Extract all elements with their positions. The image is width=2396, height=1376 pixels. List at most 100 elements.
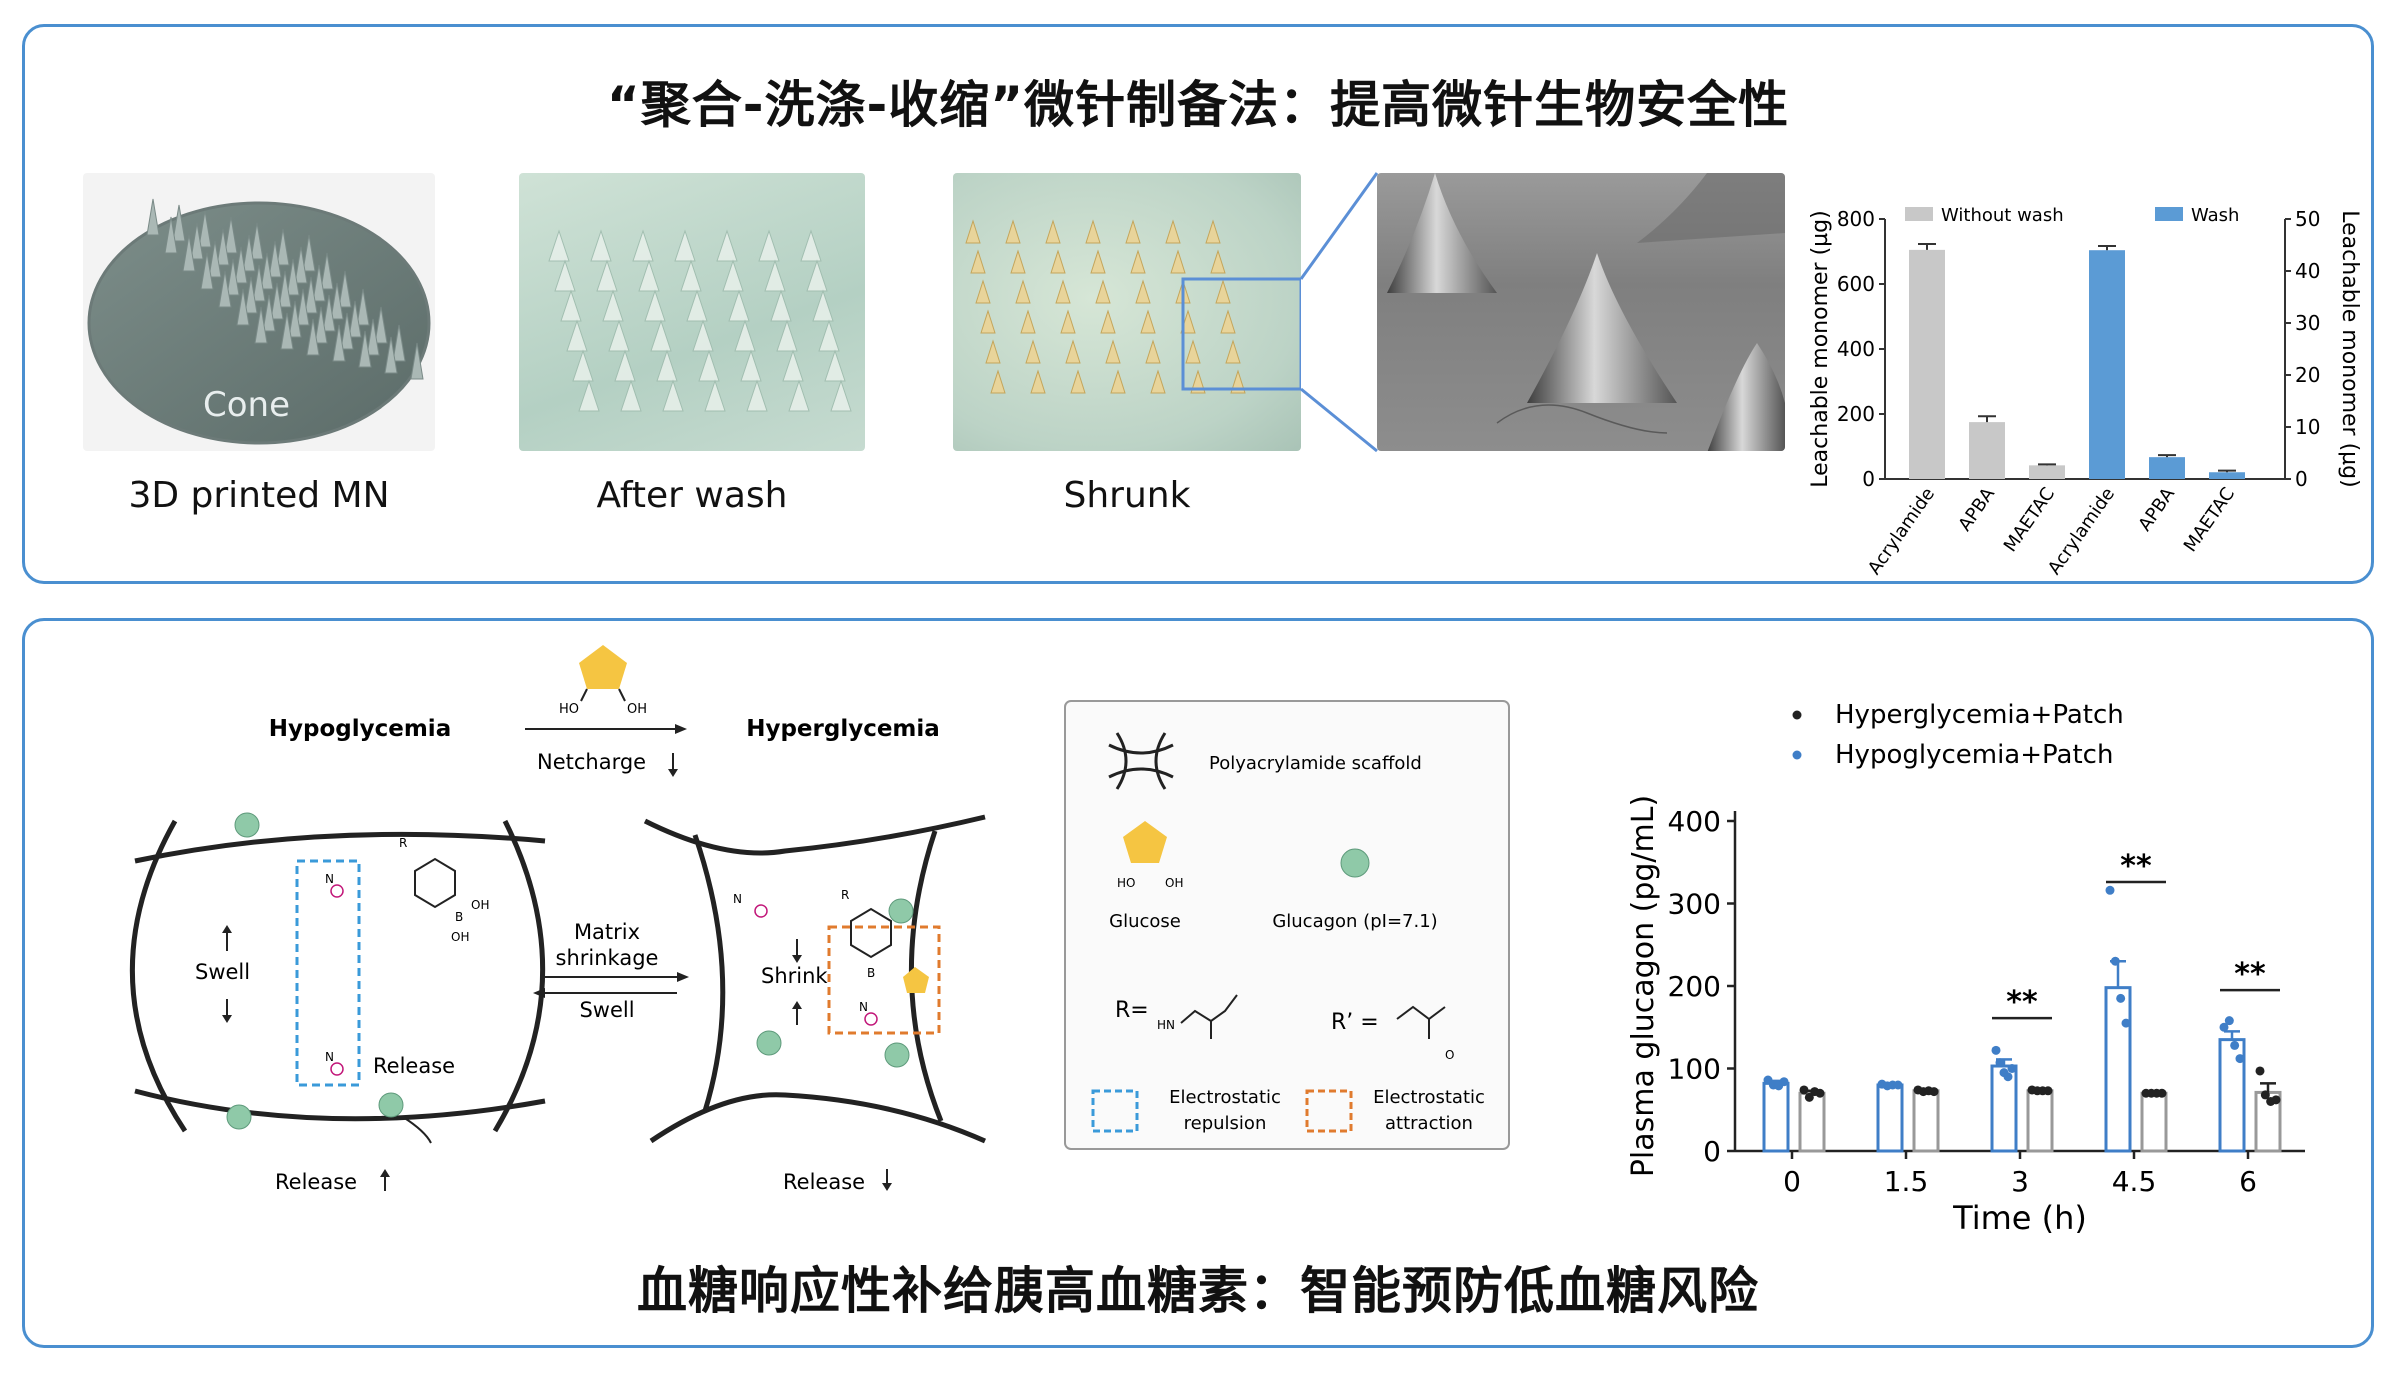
netcharge-label: Netcharge — [537, 750, 646, 774]
legend-marker — [1792, 750, 1802, 760]
microneedle-cone — [358, 330, 372, 368]
glucagon-left-2 — [226, 1104, 252, 1130]
legend-label: Hypoglycemia+Patch — [1835, 740, 2113, 770]
microneedle-cone — [704, 379, 726, 412]
data-point — [1893, 1080, 1903, 1090]
microneedle-cone — [776, 319, 798, 352]
microneedle-cone — [1090, 249, 1106, 274]
microneedle-cone — [296, 288, 310, 326]
bar — [1912, 1089, 1940, 1153]
microneedle-cone — [620, 379, 642, 412]
microneedle-cone — [392, 324, 406, 362]
x-tick-label: APBA — [2134, 483, 2179, 535]
b-right: B — [867, 966, 875, 980]
microneedle-cone — [782, 349, 804, 382]
microneedle-cone — [340, 312, 354, 350]
r-left: R — [399, 836, 407, 850]
release-left-inner: Release — [373, 1054, 455, 1078]
caption-after-wash: After wash — [596, 475, 788, 516]
y-tick-label: 100 — [1668, 1053, 1721, 1086]
y-tick-label: 600 — [1837, 272, 1875, 296]
glucagon-right-1 — [888, 898, 914, 924]
caption-3d-printed: 3D printed MN — [128, 475, 390, 516]
n-left-2: N — [325, 1050, 334, 1064]
swell-arrow-label: Swell — [579, 998, 634, 1022]
x-tick-label: MAETAC — [2000, 484, 2059, 556]
oh-left-2: OH — [451, 930, 469, 944]
microneedle-cone — [1170, 249, 1186, 274]
bar — [1909, 249, 1945, 479]
n-right-2: N — [733, 892, 742, 906]
y-axis-label: Leachable monomer (µg) — [1808, 210, 1833, 487]
microneedle-cone — [1135, 279, 1151, 304]
microneedle-cone — [322, 294, 336, 332]
microneedle-cone — [614, 349, 636, 382]
microneedle-cone — [1205, 219, 1221, 244]
microneedle-cone — [975, 279, 991, 304]
benzene-ring-right — [850, 907, 892, 959]
data-point — [2003, 1072, 2013, 1082]
bar — [2104, 986, 2132, 1153]
data-point — [2116, 993, 2126, 1003]
microneedle-cone — [560, 289, 582, 322]
legend-swatch — [2155, 207, 2183, 221]
glucose-oh: OH — [627, 702, 647, 717]
matrix-label: Matrix — [574, 920, 640, 944]
microneedle-cone — [302, 234, 316, 272]
legend-hn: HN — [1157, 1018, 1175, 1032]
data-point — [2007, 1064, 2017, 1073]
microneedle-cone — [252, 264, 266, 302]
bar — [2029, 465, 2065, 479]
y2-tick-label: 30 — [2295, 311, 2320, 335]
bar — [1798, 1091, 1826, 1153]
x-tick-label: APBA — [1954, 483, 1999, 535]
microneedle-cone — [572, 349, 594, 382]
x-tick-label: 4.5 — [2112, 1165, 2157, 1198]
microneedle-cone — [270, 282, 284, 320]
x-tick-label: MAETAC — [2180, 484, 2239, 556]
microneedle-cone — [244, 276, 258, 314]
microneedle-cone — [198, 210, 212, 248]
legend-repulsion-1: Electrostatic — [1169, 1087, 1281, 1108]
microneedle-cone — [746, 379, 768, 412]
benzene-ring-left — [414, 857, 456, 909]
shrunk-image — [953, 173, 1301, 451]
microneedle-cone — [224, 216, 238, 254]
microneedle-cone — [740, 349, 762, 382]
y-tick-label: 0 — [1862, 467, 1875, 491]
microneedle-cone — [722, 259, 744, 292]
legend-label: Wash — [2191, 205, 2239, 226]
microneedle-cone — [288, 300, 302, 338]
microneedle-cone — [770, 289, 792, 322]
data-point — [2224, 1016, 2234, 1026]
data-point — [1799, 1085, 1809, 1095]
top-panel: “聚合-洗涤-收缩”微针制备法：提高微针生物安全性 Cone 3D printe… — [22, 24, 2374, 584]
legend-repulsion-box — [1091, 1089, 1139, 1133]
microneedle-cone — [830, 379, 852, 412]
microneedle-cone — [758, 229, 780, 262]
microneedle-cone — [1085, 219, 1101, 244]
bar — [2026, 1089, 2054, 1153]
microneedle-cone — [716, 229, 738, 262]
y2-tick-label: 20 — [2295, 363, 2320, 387]
microneedle-cone — [1100, 309, 1116, 334]
microneedle-cone — [1045, 219, 1061, 244]
microneedle-cone — [590, 229, 612, 262]
swell-left-label: Swell — [195, 960, 250, 984]
microneedle-cone — [338, 270, 352, 308]
legend-label: Hyperglycemia+Patch — [1835, 700, 2124, 730]
microneedle-cone — [190, 222, 204, 260]
microneedle-cone — [1140, 309, 1156, 334]
microneedle-cone — [818, 319, 840, 352]
microneedle-cone — [182, 234, 196, 272]
glucose-icon: HO OH — [559, 645, 647, 717]
microneedle-cone — [1125, 219, 1141, 244]
zoom-lines — [1299, 172, 1379, 453]
microneedle-cone — [332, 324, 346, 362]
microneedle-cone — [548, 229, 570, 262]
microneedle-cone — [806, 259, 828, 292]
microneedle-cone — [276, 228, 290, 266]
y-tick-label: 200 — [1668, 970, 1721, 1003]
microneedle-cone — [1095, 279, 1111, 304]
legend-repulsion-2: repulsion — [1184, 1113, 1267, 1134]
